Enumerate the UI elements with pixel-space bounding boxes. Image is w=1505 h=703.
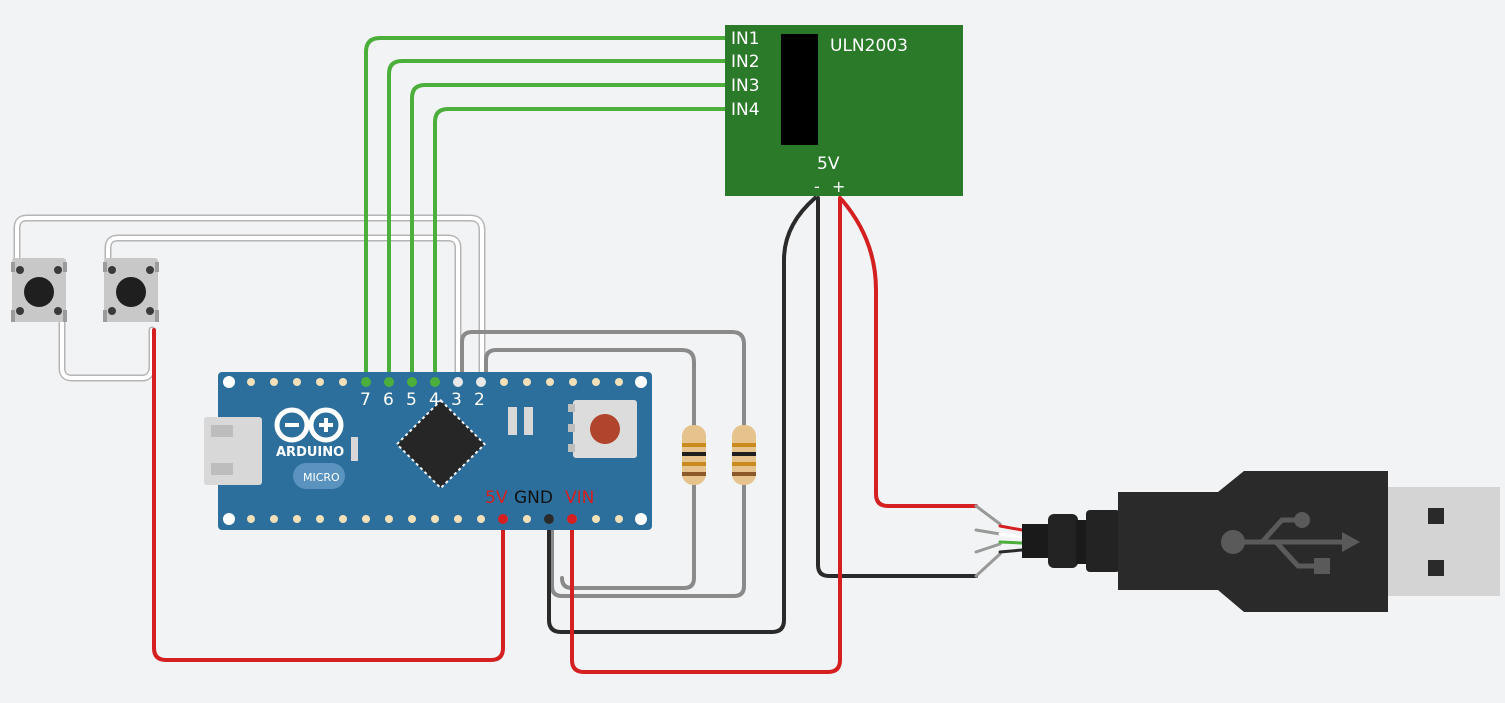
- power-minus-label: -: [814, 177, 820, 196]
- pin-number-5: 5: [406, 390, 417, 410]
- wires: [13, 36, 978, 674]
- pin-number-7: 7: [360, 390, 371, 410]
- arduino-model: MICRO: [303, 471, 340, 484]
- infinity-icon: [274, 407, 344, 443]
- resistor-2[interactable]: [732, 425, 756, 485]
- uln2003-chip: [781, 34, 818, 145]
- chip-label: ULN2003: [830, 36, 908, 56]
- pin-number-6: 6: [383, 390, 394, 410]
- reset-button[interactable]: [568, 400, 637, 458]
- button-wire-1[interactable]: [13, 214, 486, 384]
- pin-number-2: 2: [474, 390, 485, 410]
- input-label-in4: IN4: [731, 100, 760, 120]
- power-plus-label: +: [832, 177, 845, 196]
- input-label-in2: IN2: [731, 52, 760, 72]
- pin-label-vin: VIN: [565, 488, 594, 508]
- input-label-in1: IN1: [731, 29, 760, 49]
- arduino-micro[interactable]: 7 6 5 4 3 2 ARDUINO MICRO: [204, 372, 652, 530]
- pushbutton-left[interactable]: [11, 258, 67, 322]
- pin-number-3: 3: [451, 390, 462, 410]
- arduino-brand: ARDUINO: [276, 445, 344, 460]
- usb-icon: [1221, 512, 1360, 574]
- pin-number-4: 4: [429, 390, 440, 410]
- pin-label-gnd: GND: [514, 488, 553, 508]
- model-badge: [293, 463, 345, 489]
- usb-plug-metal: [1388, 487, 1500, 596]
- uln2003-board[interactable]: ULN2003 IN1 IN2 IN3 IN4 5V - +: [725, 25, 963, 196]
- ground-wires[interactable]: [547, 196, 978, 634]
- input-label-in3: IN3: [731, 76, 760, 96]
- signal-wires[interactable]: [364, 36, 728, 384]
- button-wire-3[interactable]: [58, 314, 156, 382]
- usb-plug[interactable]: [974, 471, 1500, 612]
- power-label: 5V: [817, 154, 840, 174]
- button-wire-2[interactable]: [104, 234, 462, 384]
- driver-board-pcb: [725, 25, 963, 196]
- pushbutton-right[interactable]: [103, 258, 159, 322]
- power-wires[interactable]: [152, 196, 978, 674]
- pin-label-5v: 5V: [485, 488, 508, 508]
- resistor-wire-1[interactable]: [460, 330, 746, 598]
- resistor-1[interactable]: [682, 425, 706, 485]
